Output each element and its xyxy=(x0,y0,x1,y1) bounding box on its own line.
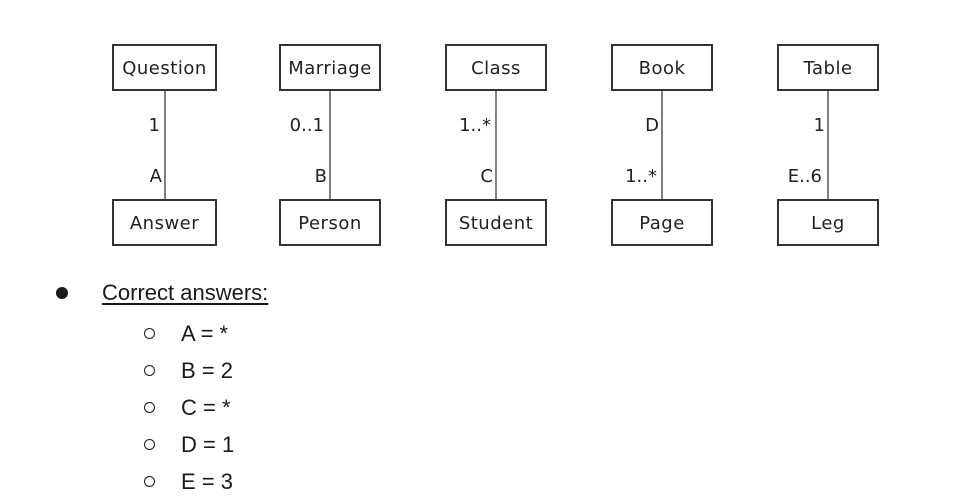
class-box-answer xyxy=(112,199,217,246)
hollow-bullet-icon xyxy=(144,328,155,339)
association-book-page: Book D 1..* Page xyxy=(611,44,713,246)
class-name-answer: Answer xyxy=(130,213,199,234)
class-name-table: Table xyxy=(802,58,852,79)
multiplicity-bottom: B xyxy=(315,166,327,187)
list-item: A = * xyxy=(56,315,556,352)
class-box-person xyxy=(279,199,381,246)
answer-list: A = * B = 2 C = * D = 1 E = 3 xyxy=(56,315,556,500)
list-item: D = 1 xyxy=(56,426,556,463)
list-item: E = 3 xyxy=(56,463,556,500)
class-box-student xyxy=(445,199,547,246)
answer-text: E = 3 xyxy=(181,468,233,494)
class-name-student: Student xyxy=(459,213,533,234)
class-box-book xyxy=(611,44,713,91)
association-table-leg: Table 1 E..6 Leg xyxy=(777,44,879,246)
association-question-answer: Question 1 A Answer xyxy=(112,44,217,246)
class-box-marriage xyxy=(279,44,381,91)
uml-multiplicity-diagram: Question 1 A Answer Marriage 0..1 B Pers… xyxy=(112,44,879,246)
list-item: C = * xyxy=(56,389,556,426)
multiplicity-top: 1 xyxy=(814,115,825,136)
class-box-question xyxy=(112,44,217,91)
association-class-student: Class 1..* C Student xyxy=(445,44,547,246)
hollow-bullet-icon xyxy=(144,439,155,450)
class-box-class xyxy=(445,44,547,91)
class-name-page: Page xyxy=(639,213,685,234)
answer-text: D = 1 xyxy=(181,431,235,457)
answers-heading-row: Correct answers: xyxy=(56,279,556,307)
multiplicity-top: D xyxy=(645,115,659,136)
answer-text: B = 2 xyxy=(181,357,233,383)
hollow-bullet-icon xyxy=(144,476,155,487)
answers-heading: Correct answers: xyxy=(102,280,269,305)
multiplicity-top: 0..1 xyxy=(290,115,324,136)
class-name-marriage: Marriage xyxy=(288,58,372,79)
multiplicity-bottom: C xyxy=(480,166,493,187)
multiplicity-top: 1 xyxy=(149,115,160,136)
answer-text: A = * xyxy=(181,320,229,346)
answer-text: C = * xyxy=(181,394,231,420)
hollow-bullet-icon xyxy=(144,365,155,376)
multiplicity-bottom: 1..* xyxy=(625,166,657,187)
class-box-leg xyxy=(777,199,879,246)
filled-bullet-icon xyxy=(56,287,68,299)
association-marriage-person: Marriage 0..1 B Person xyxy=(279,44,381,246)
hollow-bullet-icon xyxy=(144,402,155,413)
multiplicity-top: 1..* xyxy=(459,115,491,136)
answers-section: Correct answers: A = * B = 2 C = * D = 1… xyxy=(56,279,556,500)
class-box-table xyxy=(777,44,879,91)
class-name-class: Class xyxy=(471,58,521,79)
multiplicity-bottom: E..6 xyxy=(788,166,822,187)
class-box-page xyxy=(611,199,713,246)
class-name-leg: Leg xyxy=(811,213,845,234)
list-item: B = 2 xyxy=(56,352,556,389)
class-name-question: Question xyxy=(122,58,207,79)
class-name-person: Person xyxy=(298,213,362,234)
class-name-book: Book xyxy=(639,58,686,79)
multiplicity-bottom: A xyxy=(150,166,163,187)
